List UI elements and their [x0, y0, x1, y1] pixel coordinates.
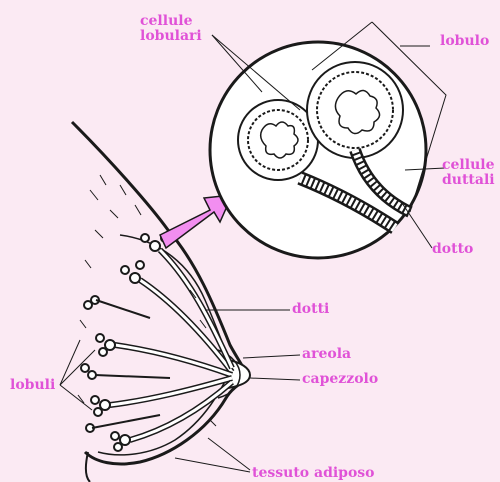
- label-capezzolo: capezzolo: [302, 372, 378, 387]
- label-dotti: dotti: [292, 302, 329, 317]
- label-dotto: dotto: [432, 242, 473, 257]
- label-lobuli: lobuli: [10, 378, 55, 393]
- label-cellule-lobulari: cellule lobulari: [140, 14, 202, 44]
- label-tessuto-adiposo: tessuto adiposo: [252, 466, 375, 481]
- label-cellule-duttali-line2: duttali: [442, 173, 495, 188]
- label-cellule-lobulari-line1: cellule: [140, 14, 202, 29]
- zoom-arrow: [160, 195, 232, 248]
- label-cellule-duttali: cellule duttali: [442, 158, 495, 188]
- label-cellule-lobulari-line2: lobulari: [140, 29, 202, 44]
- label-lobulo: lobulo: [440, 34, 489, 49]
- label-cellule-duttali-line1: cellule: [442, 158, 495, 173]
- label-areola: areola: [302, 347, 351, 362]
